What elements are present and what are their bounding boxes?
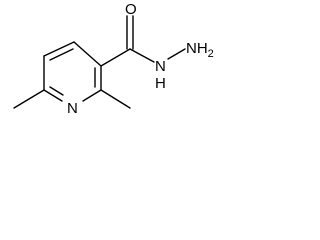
atom-labels: O N H NH2 N <box>67 1 214 117</box>
bond-carbonyl-nh <box>129 48 155 63</box>
bonds <box>13 15 186 109</box>
bond-c3-carbonyl <box>100 48 131 67</box>
molecule-structure: O N H NH2 N <box>13 1 214 117</box>
ring-bond-c3-c4 <box>73 41 102 67</box>
amide-hydrogen-label: H <box>155 75 166 92</box>
terminal-amine-main: NH <box>186 40 208 57</box>
ring-nitrogen-label: N <box>67 100 78 117</box>
carbonyl-oxygen-label: O <box>125 1 137 18</box>
methyl-bond-c2 <box>100 89 131 109</box>
methyl-bond-c6 <box>13 89 45 109</box>
ring-bond-c4-c5 <box>43 41 75 57</box>
bond-nh-nh2 <box>167 48 186 60</box>
terminal-amine-subscript: 2 <box>208 48 214 60</box>
ring-bond-c4-c5-inner <box>49 48 74 61</box>
ring-bond-n1-c2 <box>82 89 102 102</box>
ring-bond-c6-n1-inner <box>49 86 64 96</box>
ring-bond-c6-n1 <box>43 89 63 102</box>
terminal-amine-label: NH2 <box>186 40 214 60</box>
amide-nitrogen-label: N <box>155 58 166 75</box>
